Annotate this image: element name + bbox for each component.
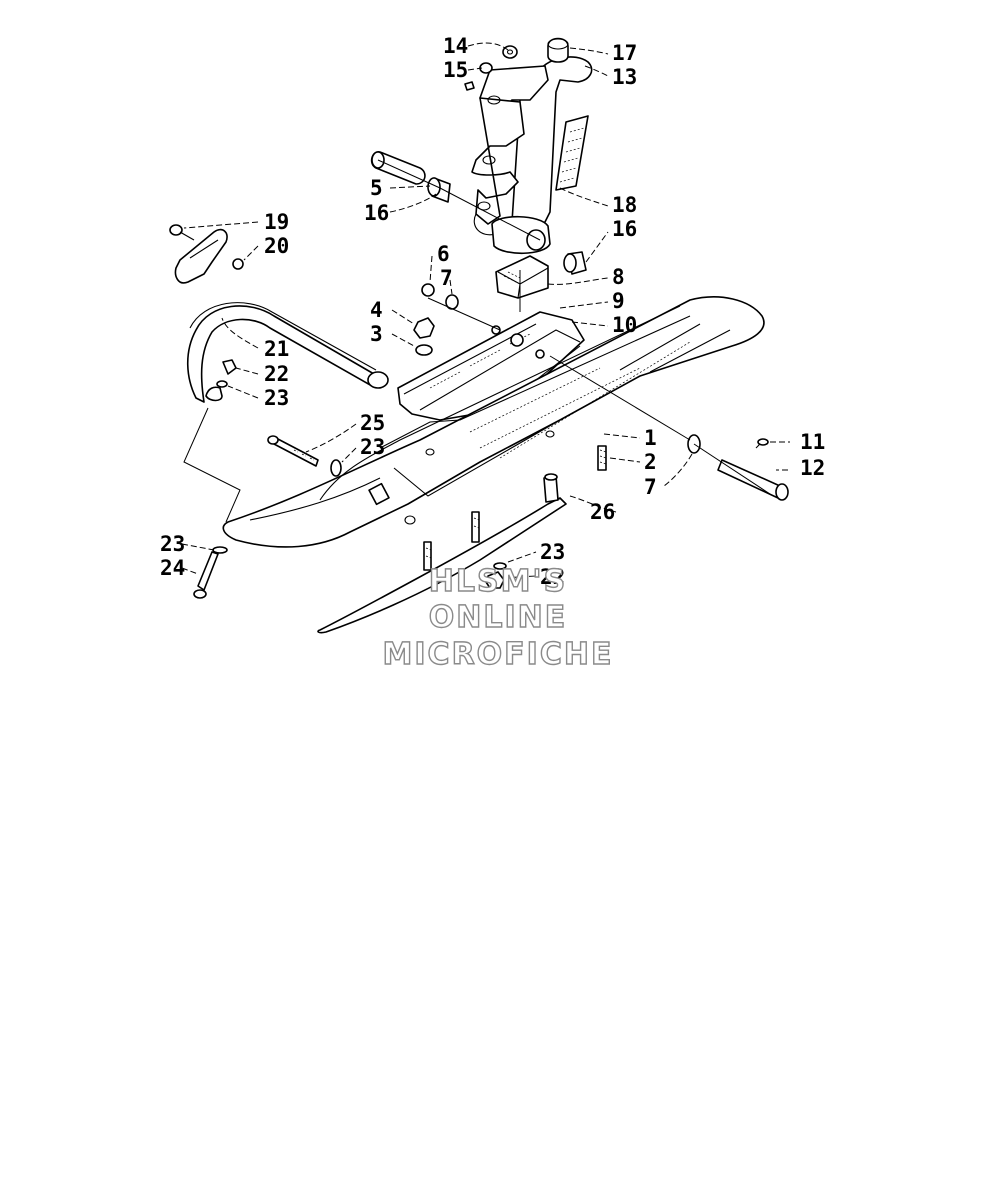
watermark-line-2: ONLINE — [429, 600, 568, 635]
callout-3: 3 — [370, 322, 383, 346]
callout-7-upper: 7 — [440, 266, 453, 290]
bracket-part-19 — [169, 224, 228, 284]
callout-22-handle: 22 — [264, 362, 289, 386]
callout-24: 24 — [160, 556, 185, 580]
callout-26: 26 — [590, 500, 615, 524]
callout-1: 1 — [644, 426, 657, 450]
callout-21: 21 — [264, 337, 289, 361]
callout-15: 15 — [443, 58, 468, 82]
callout-23-lower: 23 — [160, 532, 185, 556]
wear-bar-part-26 — [317, 445, 607, 634]
bumper-part-8 — [495, 255, 549, 299]
leader-lines — [181, 42, 790, 579]
callout-12: 12 — [800, 456, 825, 480]
callout-23-bolt: 23 — [360, 435, 385, 459]
nut-part-22-lower — [485, 571, 505, 589]
nut-part-4 — [413, 317, 435, 339]
callout-10: 10 — [612, 313, 637, 337]
saddle-part-9 — [397, 311, 585, 421]
callout-16-left: 16 — [364, 201, 389, 225]
watermark: HLSM'S ONLINE MICROFICHE — [382, 563, 614, 672]
callout-16-right: 16 — [612, 217, 637, 241]
callout-11: 11 — [800, 430, 825, 454]
washer-part-23-lower — [212, 546, 228, 554]
nut-part-6 — [421, 283, 435, 297]
callout-6: 6 — [437, 242, 450, 266]
callout-23-under: 23 — [540, 540, 565, 564]
callout-20: 20 — [264, 234, 289, 258]
watermark-line-1: HLSM'S — [429, 564, 567, 599]
callout-23-handle: 23 — [264, 386, 289, 410]
ski-part-1 — [222, 296, 765, 548]
washer-part-23-handle — [216, 380, 228, 388]
callout-25: 25 — [360, 411, 385, 435]
callout-2: 2 — [644, 450, 657, 474]
washer-part-23-bolt — [330, 459, 342, 477]
callout-18: 18 — [612, 193, 637, 217]
callout-7-lower: 7 — [644, 475, 657, 499]
callout-9: 9 — [612, 289, 625, 313]
callout-19: 19 — [264, 210, 289, 234]
decal-part-18 — [555, 115, 589, 191]
handle-part-21 — [186, 302, 389, 403]
bolt-part-25 — [267, 435, 319, 467]
washer-part-23-under — [493, 562, 507, 570]
watermark-line-3: MICROFICHE — [383, 637, 614, 672]
spindle-part-13 — [471, 37, 593, 255]
bolt-part-24 — [193, 551, 219, 599]
callout-14: 14 — [443, 34, 468, 58]
callout-13: 13 — [612, 65, 637, 89]
callout-labels: 14 15 17 13 18 16 5 16 19 20 6 7 8 9 10 … — [160, 34, 825, 589]
callout-5: 5 — [370, 176, 383, 200]
callout-17: 17 — [612, 41, 637, 65]
cotter-pin-part-11 — [755, 438, 769, 449]
callout-22-lower: 22 — [540, 565, 565, 589]
bushing-part-16-right — [563, 251, 587, 275]
washer-part-3 — [415, 344, 433, 356]
nut-part-20 — [232, 258, 244, 270]
nut-part-22-handle — [222, 359, 237, 375]
bushing-part-16-left — [427, 177, 451, 203]
callout-8: 8 — [612, 265, 625, 289]
bolt-part-12 — [717, 459, 789, 501]
callout-4: 4 — [370, 298, 383, 322]
